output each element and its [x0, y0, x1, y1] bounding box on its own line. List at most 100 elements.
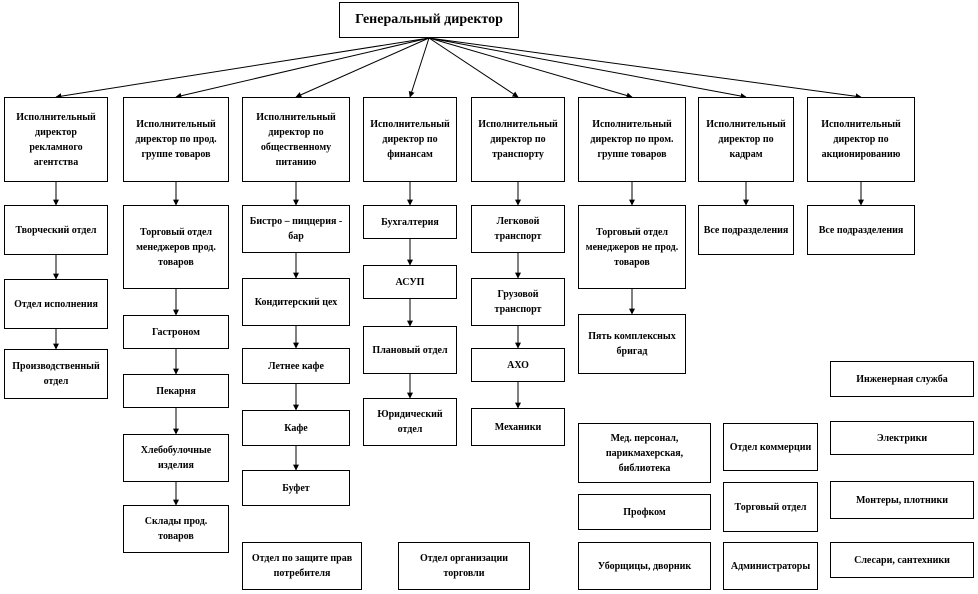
food-sales-managers: Торговый отдел менеджеров прод. товаров: [123, 205, 229, 289]
administrators-label: Администраторы: [730, 560, 811, 572]
buffet: Буфет: [242, 470, 350, 506]
cleaners-janitor: Уборщицы, дворник: [578, 542, 711, 590]
trade-dept-label: Торговый отдел: [734, 501, 807, 513]
arrow-root-to-director-5: [428, 37, 633, 99]
trade-union-label: Профком: [623, 506, 666, 518]
summer-cafe-label: Летнее кафе: [268, 360, 324, 372]
passenger-transport: Легковой транспорт: [471, 205, 565, 253]
commerce-dept-label: Отдел коммерции: [729, 441, 812, 453]
consumer-protection-dept: Отдел по защите прав потребителя: [242, 542, 362, 590]
consumer-protection-dept-label: Отдел по защите прав потребителя: [251, 553, 353, 579]
director-personnel: Исполнительный директор по кадрам: [698, 97, 794, 182]
administrators: Администраторы: [723, 542, 818, 590]
production-dept: Производственный отдел: [4, 349, 108, 399]
director-transport-label: Исполнительный директор по транспорту: [478, 119, 558, 160]
five-teams-label: Пять комплексных бригад: [588, 331, 676, 357]
mechanics: Механики: [471, 408, 565, 446]
cafe-label: Кафе: [284, 422, 308, 434]
five-teams: Пять комплексных бригад: [578, 314, 686, 374]
bakery: Пекарня: [123, 374, 229, 408]
asup: АСУП: [363, 265, 457, 299]
freight-transport-label: Грузовой транспорт: [494, 289, 542, 315]
medical-staff: Мед. персонал, парикмахерская, библиотек…: [578, 423, 711, 483]
personnel-all-units-label: Все подразделения: [703, 224, 789, 236]
production-dept-label: Производственный отдел: [12, 361, 100, 387]
cleaners-janitor-label: Уборщицы, дворник: [597, 560, 692, 572]
director-food-goods: Исполнительный директор по прод. группе …: [123, 97, 229, 182]
incorporation-all-units: Все подразделения: [807, 205, 915, 255]
director-catering: Исполнительный директор по общественному…: [242, 97, 350, 182]
nonfood-sales-managers-label: Торговый отдел менеджеров не прод. товар…: [585, 226, 679, 268]
engineering-service: Инженерная служба: [830, 361, 974, 397]
arrow-root-to-director-1: [175, 37, 430, 99]
fitters-carpenters: Монтеры, плотники: [830, 481, 974, 519]
engineering-service-label: Инженерная служба: [856, 373, 948, 385]
arrow-root-to-director-4: [428, 37, 519, 98]
electricians-label: Электрики: [876, 432, 928, 444]
bakery-products: Хлебобулочные изделия: [123, 434, 229, 482]
director-catering-label: Исполнительный директор по общественному…: [256, 111, 336, 168]
confectionery-shop-label: Кондитерский цех: [254, 296, 338, 308]
trade-union: Профком: [578, 494, 711, 530]
plumbers-label: Слесари, сантехники: [854, 554, 950, 566]
director-finance-label: Исполнительный директор по финансам: [370, 119, 450, 160]
director-food-goods-label: Исполнительный директор по прод. группе …: [135, 119, 217, 160]
bakery-label: Пекарня: [156, 385, 196, 397]
general-director-label: Генеральный директор: [355, 12, 503, 27]
director-industrial-goods: Исполнительный директор по пром. группе …: [578, 97, 686, 182]
director-personnel-label: Исполнительный директор по кадрам: [706, 119, 786, 160]
plumbers: Слесари, сантехники: [830, 542, 974, 578]
medical-staff-label: Мед. персонал, парикмахерская, библиотек…: [605, 432, 684, 474]
commerce-dept: Отдел коммерции: [723, 423, 818, 471]
food-warehouses: Склады прод. товаров: [123, 505, 229, 553]
legal-dept: Юридический отдел: [363, 398, 457, 446]
food-sales-managers-label: Торговый отдел менеджеров прод. товаров: [136, 226, 216, 268]
personnel-all-units: Все подразделения: [698, 205, 794, 255]
execution-dept: Отдел исполнения: [4, 279, 108, 329]
director-advertising: Исполнительный директор рекламного агент…: [4, 97, 108, 182]
aho-dept-label: АХО: [507, 359, 529, 371]
arrow-root-to-director-3: [408, 37, 430, 98]
summer-cafe: Летнее кафе: [242, 348, 350, 384]
trade-dept: Торговый отдел: [723, 482, 818, 532]
bistro-pizzeria-bar-label: Бистро – пиццерия - бар: [249, 216, 343, 242]
director-incorporation: Исполнительный директор по акционировани…: [807, 97, 915, 182]
freight-transport: Грузовой транспорт: [471, 278, 565, 326]
bistro-pizzeria-bar: Бистро – пиццерия - бар: [242, 205, 350, 253]
electricians: Электрики: [830, 421, 974, 455]
asup-label: АСУП: [395, 276, 425, 288]
arrow-root-to-director-6: [428, 37, 747, 99]
planning-dept-label: Плановый отдел: [372, 344, 448, 356]
planning-dept: Плановый отдел: [363, 326, 457, 374]
passenger-transport-label: Легковой транспорт: [494, 216, 542, 242]
director-finance: Исполнительный директор по финансам: [363, 97, 457, 182]
nonfood-sales-managers: Торговый отдел менеджеров не прод. товар…: [578, 205, 686, 289]
accounting-label: Бухгалтерия: [381, 216, 439, 228]
creative-dept-label: Творческий отдел: [15, 224, 97, 236]
mechanics-label: Механики: [494, 421, 542, 433]
execution-dept-label: Отдел исполнения: [14, 298, 98, 310]
creative-dept: Творческий отдел: [4, 205, 108, 255]
legal-dept-label: Юридический отдел: [377, 409, 443, 435]
trade-organization-dept: Отдел организации торговли: [398, 542, 530, 590]
director-incorporation-label: Исполнительный директор по акционировани…: [821, 119, 901, 160]
arrow-root-to-director-0: [55, 37, 430, 100]
confectionery-shop: Кондитерский цех: [242, 278, 350, 326]
trade-organization-dept-label: Отдел организации торговли: [419, 553, 509, 579]
buffet-label: Буфет: [282, 482, 310, 494]
grocery-store-label: Гастроном: [152, 326, 200, 338]
fitters-carpenters-label: Монтеры, плотники: [856, 494, 948, 506]
general-director-box: Генеральный директор: [339, 2, 519, 38]
director-advertising-label: Исполнительный директор рекламного агент…: [16, 111, 96, 168]
bakery-products-label: Хлебобулочные изделия: [140, 445, 212, 471]
director-industrial-goods-label: Исполнительный директор по пром. группе …: [590, 119, 674, 160]
director-transport: Исполнительный директор по транспорту: [471, 97, 565, 182]
food-warehouses-label: Склады прод. товаров: [144, 516, 208, 542]
cafe: Кафе: [242, 410, 350, 446]
incorporation-all-units-label: Все подразделения: [818, 224, 904, 236]
arrow-root-to-director-7: [428, 37, 862, 100]
arrow-root-to-director-2: [295, 37, 430, 98]
accounting: Бухгалтерия: [363, 205, 457, 239]
